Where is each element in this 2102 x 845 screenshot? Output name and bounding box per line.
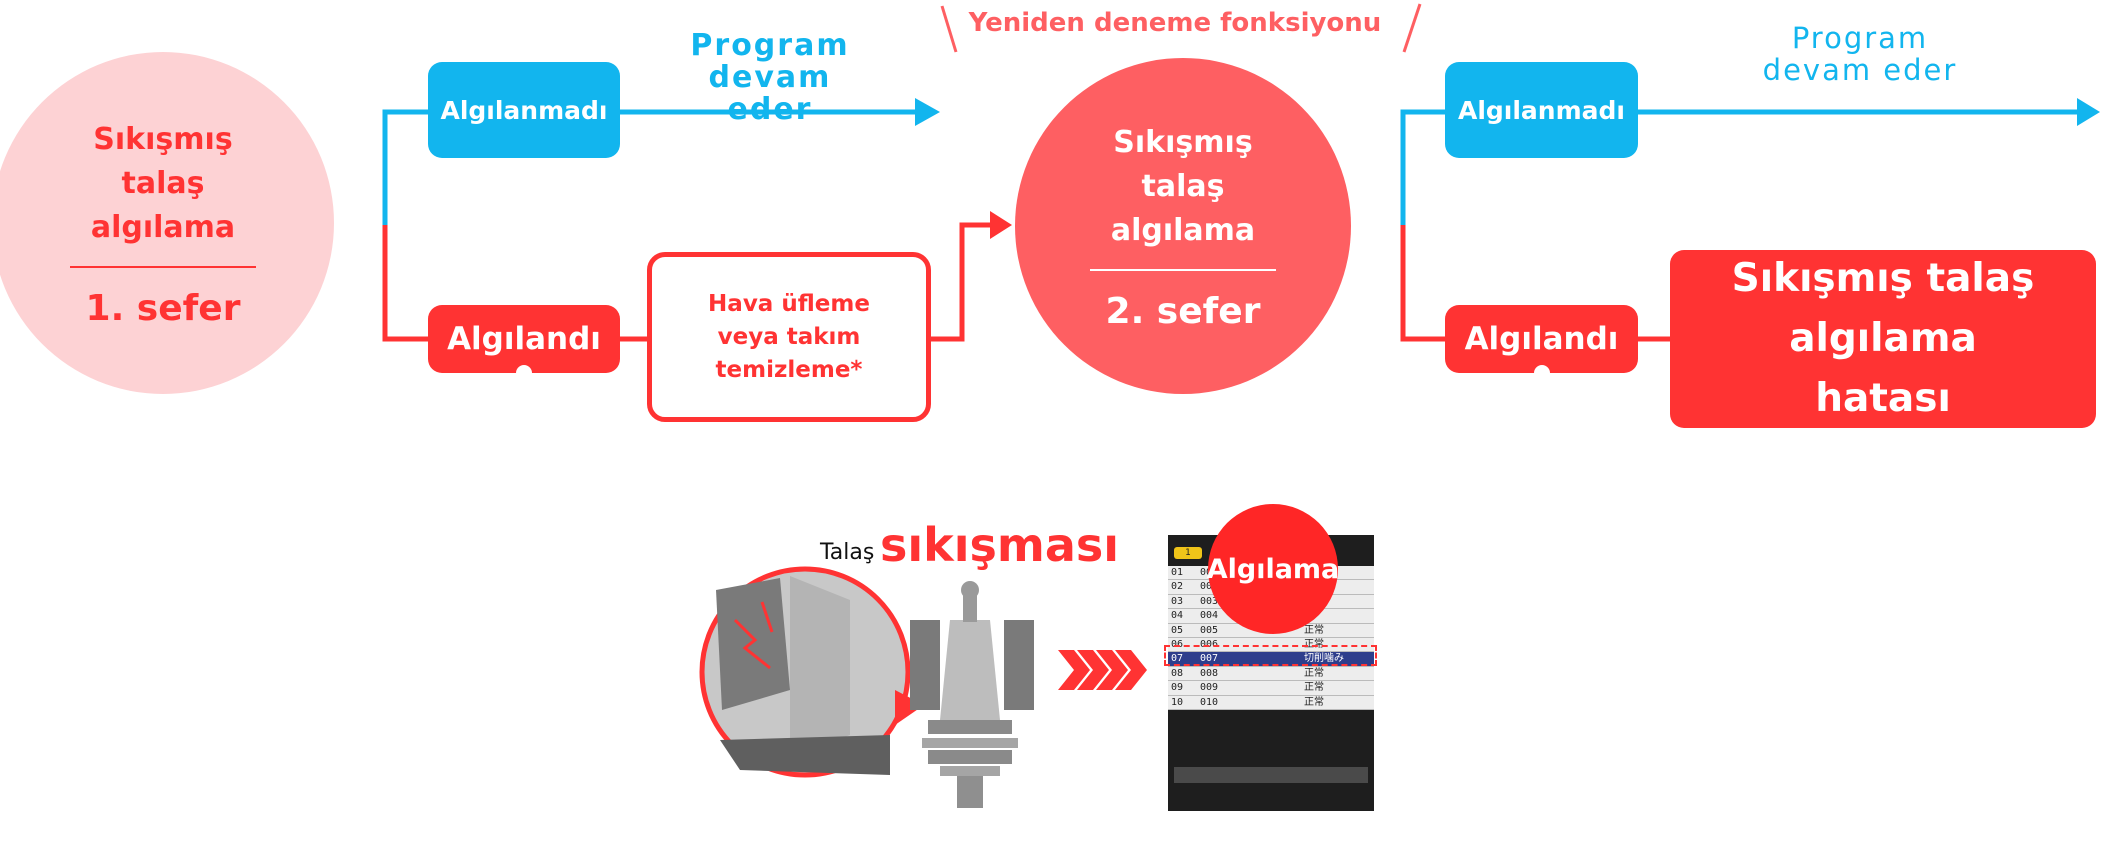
- table-row: 07 007 切削噛み: [1168, 652, 1374, 667]
- detection-error-box: Sıkışmış talaş algılama hatası: [1670, 250, 2096, 428]
- row-number: 06: [1171, 638, 1184, 650]
- row-status: 正常: [1304, 638, 1324, 650]
- cleaning-action-label: Hava üfleme veya takım temizleme*: [708, 290, 870, 383]
- process-arrows: [1058, 650, 1147, 690]
- tool-illustration: [699, 566, 1034, 808]
- second-check-circle: Sıkışmış talaş algılama 2. sefer: [1015, 58, 1351, 394]
- table-row: 10 010 正常: [1168, 696, 1374, 710]
- not-detected-label-2: Algılanmadı: [1457, 95, 1625, 125]
- row-number: 04: [1171, 610, 1184, 622]
- table-row: 05 005 正常: [1168, 624, 1374, 638]
- first-check-pass: 1. sefer: [85, 287, 241, 329]
- first-check-divider: [70, 265, 256, 268]
- table-row: 06 006 正常: [1168, 638, 1374, 653]
- screen-footer: [1174, 767, 1368, 783]
- screen-tab: 1: [1174, 547, 1202, 559]
- detected-box-1: Algılandı: [428, 305, 620, 381]
- not-detected-label-1: Algılanmadı: [440, 95, 608, 125]
- row-code: 002: [1200, 581, 1219, 593]
- cleaning-action-box: Hava üfleme veya takım temizleme*: [647, 252, 931, 422]
- row-code: 008: [1200, 667, 1219, 679]
- row-number: 05: [1171, 624, 1184, 636]
- first-check-circle: Sıkışmış talaş algılama 1. sefer: [0, 52, 334, 394]
- row-number: 07: [1171, 653, 1184, 665]
- not-detected-box-1: Algılanmadı: [428, 62, 620, 158]
- branch-2-connectors: [1400, 98, 2100, 342]
- row-status: 切削噛み: [1304, 653, 1344, 665]
- branch-1-connectors: [382, 98, 1012, 342]
- row-status: 正常: [1304, 667, 1324, 679]
- row-status: 正常: [1304, 696, 1324, 708]
- jam-label: sıkışması: [880, 518, 1120, 572]
- row-code: 009: [1200, 682, 1219, 694]
- detected-notch-1: [516, 365, 532, 381]
- detection-badge: Algılama: [1207, 504, 1339, 634]
- detected-box-2: Algılandı: [1445, 305, 1638, 381]
- row-code: 004: [1200, 610, 1219, 622]
- row-code: 003: [1200, 595, 1219, 607]
- not-detected-box-2: Algılanmadı: [1445, 62, 1638, 158]
- first-check-title: Sıkışmış talaş algılama: [90, 121, 236, 245]
- second-check-divider: [1090, 268, 1276, 271]
- continue-arrow-head-2: [2077, 98, 2100, 126]
- row-number: 03: [1171, 595, 1184, 607]
- table-row: 09 009 正常: [1168, 681, 1374, 696]
- chip-label: Talaş: [820, 540, 875, 565]
- row-number: 01: [1171, 567, 1184, 578]
- retry-bracket: [940, 3, 1422, 53]
- table-row: 08 008 正常: [1168, 667, 1374, 682]
- row-number: 08: [1171, 667, 1184, 679]
- jam-row-highlight: [1164, 645, 1377, 666]
- detected-label-2: Algılandı: [1464, 321, 1619, 357]
- row-status: 正常: [1304, 682, 1324, 694]
- retry-arrow-head: [990, 211, 1012, 239]
- row-number: 02: [1171, 581, 1184, 593]
- row-number: 10: [1171, 696, 1184, 708]
- detection-error-label: Sıkışmış talaş algılama hatası: [1731, 256, 2035, 421]
- row-number: 09: [1171, 682, 1184, 694]
- second-check-pass: 2. sefer: [1105, 290, 1261, 332]
- program-continues-2: Program devam eder: [1762, 21, 1958, 87]
- second-check-title: Sıkışmış talaş algılama: [1110, 124, 1256, 248]
- detected-label-1: Algılandı: [447, 321, 601, 357]
- program-continues-1: Program devam eder: [690, 28, 850, 127]
- detected-notch-2: [1533, 365, 1550, 381]
- row-code: 005: [1200, 624, 1219, 636]
- row-code: 006: [1200, 638, 1219, 650]
- continue-arrow-head: [915, 98, 940, 126]
- row-status: 正常: [1304, 624, 1324, 636]
- row-code: 007: [1200, 653, 1219, 665]
- row-code: 010: [1200, 696, 1219, 708]
- retry-function-label: Yeniden deneme fonksiyonu: [968, 8, 1382, 38]
